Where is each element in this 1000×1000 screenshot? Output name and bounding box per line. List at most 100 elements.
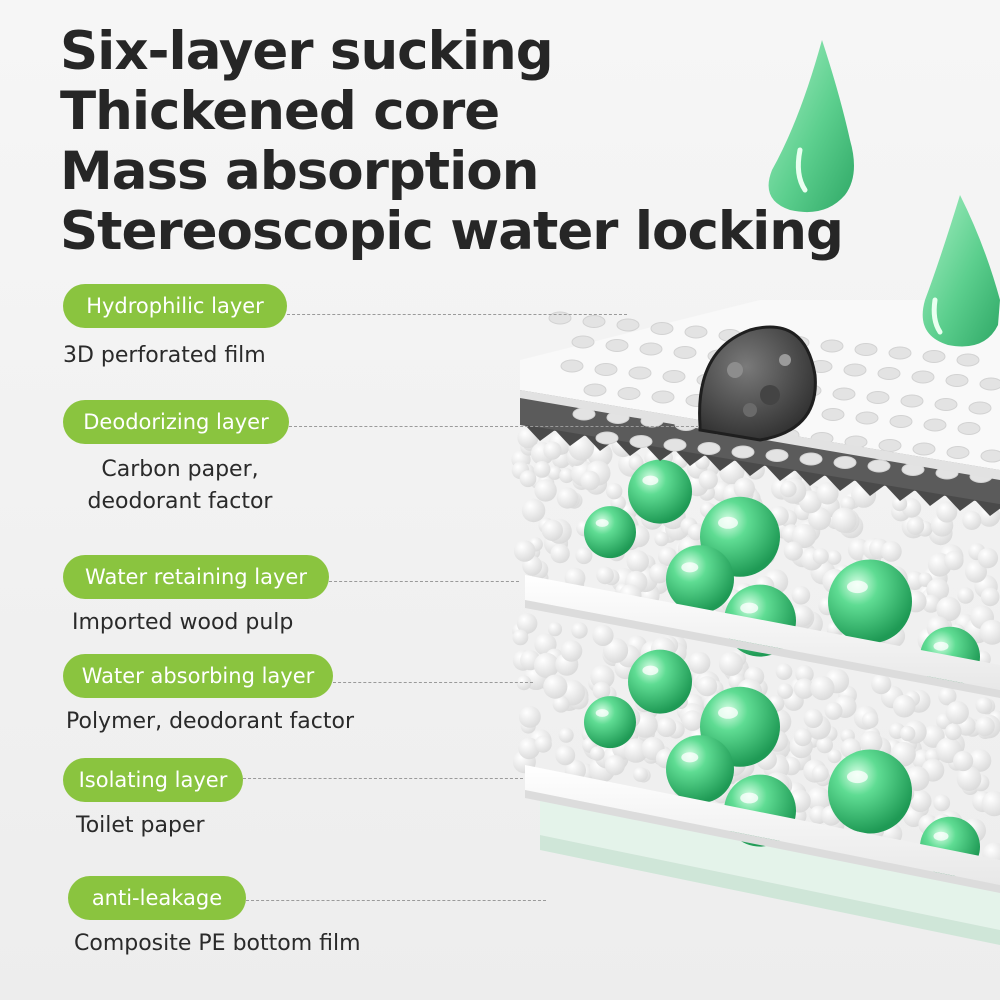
carbon-tooth (945, 495, 975, 511)
pulp-fiber (718, 651, 744, 676)
pulp-fiber (936, 596, 961, 622)
perforation (799, 452, 823, 466)
pulp-fiber (795, 665, 814, 684)
pulp-fiber (957, 587, 974, 604)
leader-line (287, 314, 627, 315)
pulp-fiber (552, 695, 570, 713)
pulp-fiber (559, 468, 574, 484)
pulp-fiber (968, 749, 992, 772)
bead-highlight (718, 516, 738, 529)
headline: Six-layer sucking Thickened core Mass ab… (60, 22, 844, 262)
perforation (582, 315, 606, 328)
perforation (594, 363, 618, 376)
headline-line: Mass absorption (60, 141, 539, 202)
layer-label-pill: Water absorbing layer (63, 654, 333, 698)
perforation (980, 449, 1000, 463)
pulp-fiber (590, 746, 605, 761)
water-drop-icon (922, 195, 1000, 347)
layer-label-pill: Hydrophilic layer (63, 284, 287, 328)
carbon-tooth (525, 425, 555, 441)
pulp-fiber (649, 563, 670, 584)
bead-highlight (933, 831, 949, 841)
pulp-fiber (806, 786, 832, 812)
pe-bottom-film (540, 795, 1000, 945)
perforation (560, 359, 584, 373)
pulp-fiber (543, 441, 562, 460)
pulp-fiber (956, 766, 982, 791)
pulp-fiber (596, 566, 614, 585)
carbon-tooth (675, 450, 705, 466)
perforation (663, 438, 687, 452)
bead-highlight (595, 709, 609, 717)
pulp-fiber (775, 663, 793, 680)
perforation (629, 435, 653, 448)
pulp-fiber (791, 586, 811, 605)
perforation (731, 445, 755, 459)
layer-label-pill: Isolating layer (63, 758, 243, 802)
pulp-fiber (534, 479, 557, 502)
pulp-fiber (827, 749, 842, 764)
pulp-fiber (933, 794, 951, 812)
pulp-fiber (780, 480, 797, 498)
pulp-fiber (555, 745, 576, 766)
headline-line: Thickened core (60, 81, 500, 142)
perforation (832, 387, 856, 401)
perforation (979, 377, 1000, 391)
perforation (833, 456, 857, 469)
perforation (911, 370, 935, 384)
pulp-fiber (558, 727, 574, 743)
polymer-bead (666, 735, 734, 804)
pulp-fiber (543, 674, 568, 699)
carbon-tooth (765, 465, 795, 481)
pulp-fiber (944, 723, 962, 741)
perforation (639, 342, 663, 356)
pulp-fiber (516, 613, 538, 634)
bead-highlight (718, 706, 738, 719)
pulp-fiber (824, 702, 843, 720)
lower-absorbent-core (512, 613, 1000, 877)
pulp-fiber (534, 735, 552, 753)
perforation (889, 415, 913, 428)
pulp-fiber (862, 711, 879, 729)
pulp-fiber (513, 540, 536, 562)
pulp-fiber (981, 791, 1000, 817)
polymer-bead (584, 506, 636, 559)
pulp-fiber (975, 697, 993, 714)
carbon-magnifier-icon (698, 325, 817, 442)
polymer-bead (828, 559, 912, 644)
pulp-fiber (892, 694, 916, 718)
pulp-fiber (512, 629, 529, 646)
polymer-bead (828, 749, 912, 834)
pulp-fiber (541, 519, 563, 541)
carbon-tooth (855, 480, 885, 496)
perforation (877, 367, 901, 380)
carbon-tooth (975, 500, 1000, 516)
perforation (922, 350, 946, 363)
bead-highlight (642, 475, 659, 486)
pulp-fiber (571, 622, 588, 639)
carbon-tooth (795, 470, 825, 486)
pulp-fiber (944, 550, 964, 571)
pulp-fiber (975, 716, 995, 737)
pulp-fiber (518, 737, 540, 760)
bead-highlight (846, 770, 868, 784)
pulp-fiber (580, 470, 600, 491)
pulp-fiber (556, 487, 579, 509)
carbon-tooth (735, 460, 765, 476)
pulp-fiber (533, 461, 551, 478)
perforation (548, 311, 572, 325)
perforation (821, 408, 845, 421)
pulp-fiber (521, 498, 546, 523)
layer-description: Composite PE bottom film (74, 931, 361, 956)
pulp-fiber (810, 676, 835, 701)
bead-highlight (642, 665, 659, 676)
pulp-fiber (816, 482, 839, 505)
carbon-tooth (885, 485, 915, 501)
layer-description: Toilet paper (76, 813, 205, 838)
pulp-fiber (590, 664, 615, 690)
perforation (843, 363, 867, 377)
perforation (651, 390, 675, 404)
pulp-fiber (547, 465, 562, 480)
leader-line (243, 778, 523, 779)
